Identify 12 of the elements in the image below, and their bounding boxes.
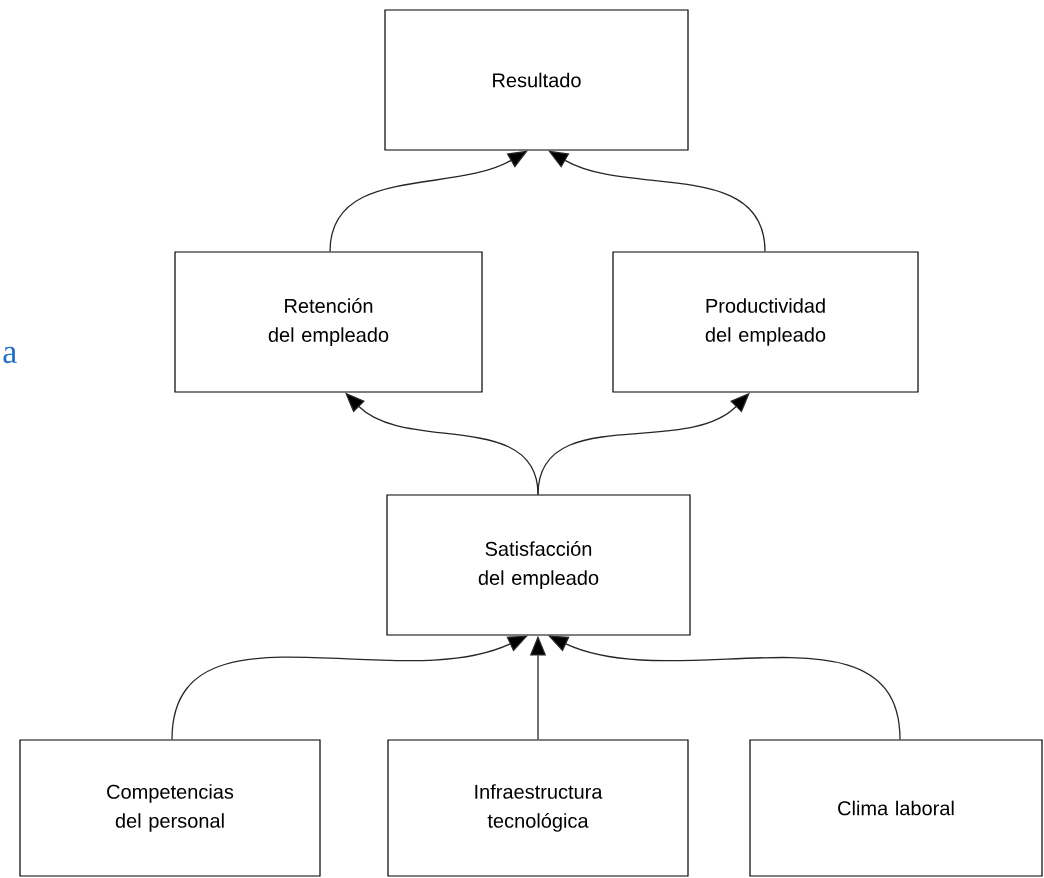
arrow (548, 150, 766, 253)
arrow (548, 635, 901, 741)
process-box: Productividad del empleado (612, 251, 919, 393)
arrow (171, 635, 528, 741)
process-box: Clima laboral (749, 739, 1043, 877)
arrow (329, 150, 528, 253)
process-box: Infraestructura tecnológica (387, 739, 689, 877)
process-box: Resultado (384, 9, 689, 151)
process-box: Retención del empleado (174, 251, 483, 393)
process-box: Satisfacción del empleado (386, 494, 691, 636)
text-fragment: a (3, 346, 17, 364)
process-box: Competencias del personal (19, 739, 321, 877)
